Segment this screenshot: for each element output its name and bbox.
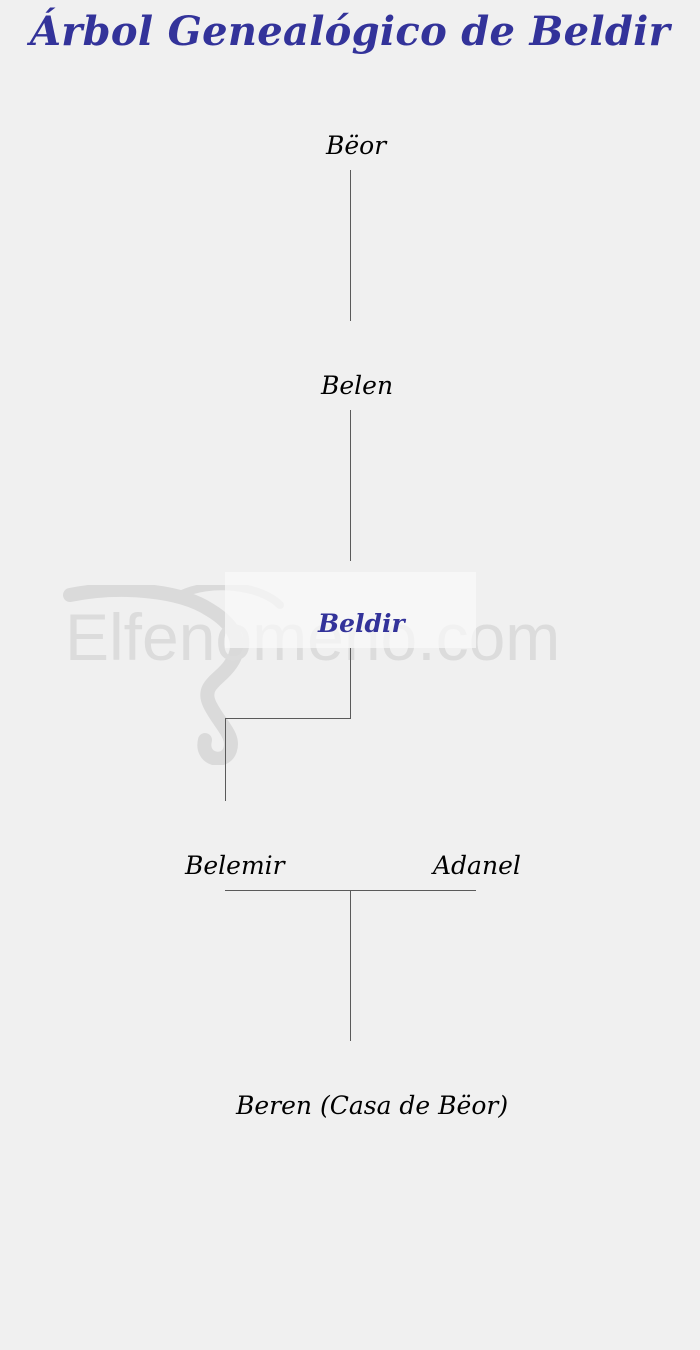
person-beren[interactable]: Beren (Casa de Bëor) <box>236 1091 509 1120</box>
connector-couple-beren <box>350 890 351 1041</box>
person-belemir[interactable]: Belemir <box>185 851 285 880</box>
person-adanel[interactable]: Adanel <box>433 851 521 880</box>
person-beor[interactable]: Bëor <box>326 131 387 160</box>
connector-beor-belen <box>350 170 351 321</box>
connector-beldir-across <box>225 718 351 719</box>
person-belen[interactable]: Belen <box>321 371 394 400</box>
connector-beldir-down <box>350 648 351 719</box>
connector-belen-beldir <box>350 410 351 561</box>
connector-to-belemir <box>225 718 226 801</box>
person-beldir[interactable]: Beldir <box>318 609 405 638</box>
highlight-box <box>225 572 476 648</box>
page-title: Árbol Genealógico de Beldir <box>29 8 671 55</box>
dragon-icon <box>63 585 245 765</box>
